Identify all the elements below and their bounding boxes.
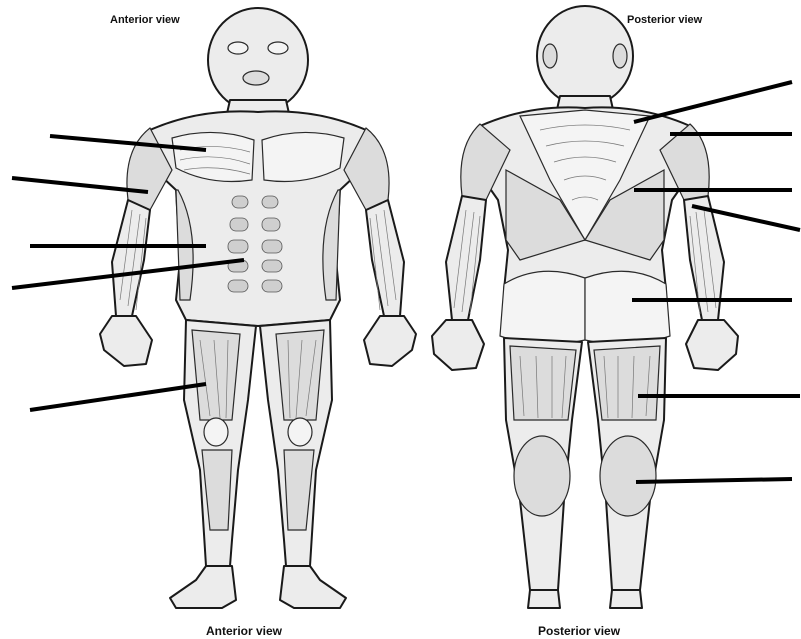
anterior-right-eye	[268, 42, 288, 54]
anterior-right-knee	[288, 418, 312, 446]
ab-segment	[262, 260, 282, 272]
posterior-left-heel	[528, 590, 560, 608]
anterior-mouth	[243, 71, 269, 85]
ab-segment	[262, 240, 282, 253]
posterior-left-calf	[514, 436, 570, 516]
label-line	[634, 82, 792, 122]
label-line	[30, 384, 206, 410]
ab-segment	[228, 280, 248, 292]
anterior-left-foot	[170, 566, 236, 608]
posterior-right-calf	[600, 436, 656, 516]
anterior-left-eye	[228, 42, 248, 54]
posterior-left-hand	[432, 320, 484, 370]
anterior-right-quadriceps	[276, 330, 324, 420]
ab-segment	[230, 218, 248, 231]
posterior-right-ear	[613, 44, 627, 68]
anterior-right-foot	[280, 566, 346, 608]
ab-segment	[262, 196, 278, 208]
label-line	[636, 479, 792, 482]
anterior-left-hand	[100, 316, 152, 366]
posterior-figure	[432, 6, 738, 608]
posterior-left-ear	[543, 44, 557, 68]
anterior-figure	[100, 8, 416, 608]
anterior-left-knee	[204, 418, 228, 446]
ab-segment	[262, 218, 280, 231]
anterior-right-hand	[364, 316, 416, 366]
anterior-head	[208, 8, 308, 112]
ab-segment	[232, 196, 248, 208]
posterior-left-arm	[446, 196, 486, 320]
posterior-right-hand	[686, 320, 738, 370]
ab-segment	[262, 280, 282, 292]
ab-segment	[228, 240, 248, 253]
posterior-right-gluteus	[585, 271, 670, 344]
posterior-left-gluteus	[500, 271, 585, 344]
posterior-right-heel	[610, 590, 642, 608]
anterior-left-quadriceps	[192, 330, 240, 420]
